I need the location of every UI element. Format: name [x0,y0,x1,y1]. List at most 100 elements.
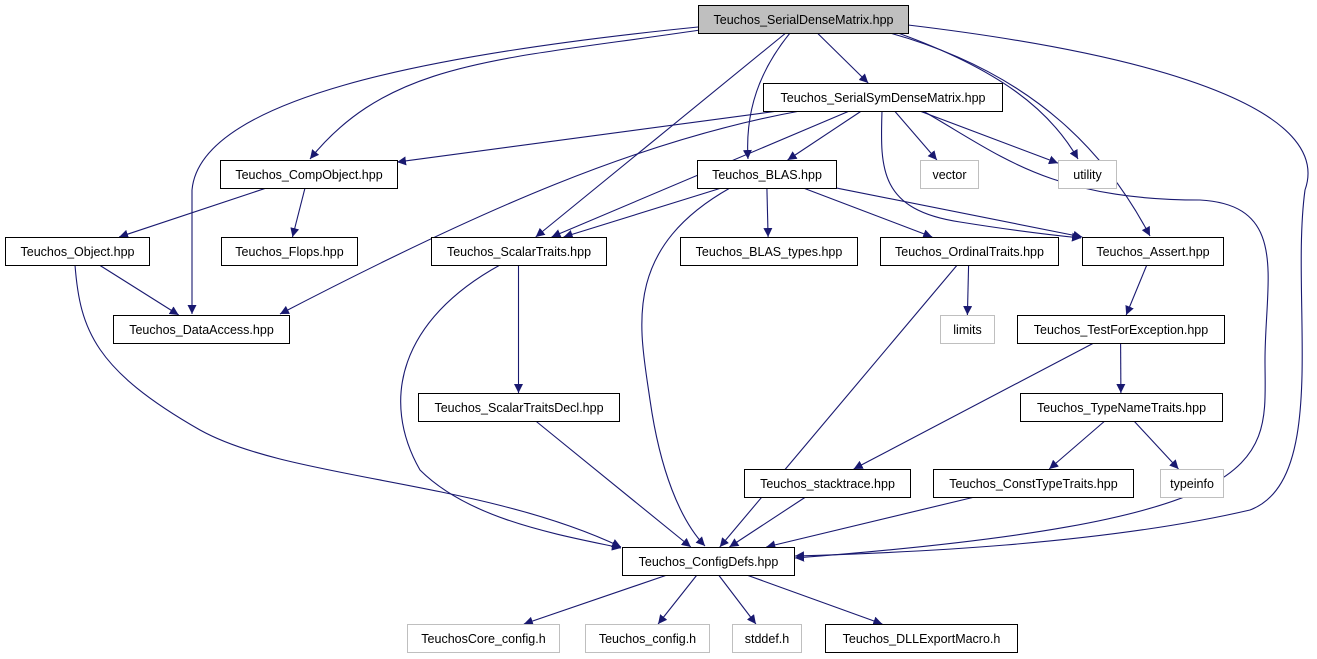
node-box [697,160,837,189]
node-label: Teuchos_ScalarTraits.hpp [447,245,591,259]
node-testforexception[interactable]: Teuchos_TestForException.hpp [1017,315,1225,344]
node-vector: vector [920,160,979,189]
edge-serialdense-to-scalartraits [535,32,787,238]
node-label: Teuchos_TypeNameTraits.hpp [1037,401,1206,415]
edge-typenametraits-to-consttypetraits [1048,420,1106,470]
node-box [920,160,979,189]
edge-blas-to-scalartraits [563,187,722,239]
node-box [744,469,911,498]
node-assert[interactable]: Teuchos_Assert.hpp [1082,237,1224,266]
node-dllexport[interactable]: Teuchos_DLLExportMacro.h [825,624,1018,653]
node-box [732,624,802,653]
edge-blas-to-ordinaltraits [803,187,933,239]
edge-serialdense-to-serialsym [816,32,869,84]
node-box [1058,160,1117,189]
edge-ordinaltraits-to-limits [963,264,973,316]
node-label: Teuchos_config.h [599,632,696,646]
node-box [880,237,1059,266]
node-box [113,315,290,344]
node-label: stddef.h [745,632,790,646]
node-object[interactable]: Teuchos_Object.hpp [5,237,150,266]
node-label: Teuchos_Object.hpp [21,245,135,259]
node-ordinaltraits[interactable]: Teuchos_OrdinalTraits.hpp [880,237,1059,266]
node-label: Teuchos_CompObject.hpp [235,168,382,182]
node-box [585,624,710,653]
edge-typenametraits-to-typeinfo [1133,420,1179,470]
node-configdefs[interactable]: Teuchos_ConfigDefs.hpp [622,547,795,576]
node-label: Teuchos_SerialDenseMatrix.hpp [714,13,894,27]
edge-configdefs-to-dllexport [746,574,883,626]
node-box [680,237,858,266]
node-box [5,237,150,266]
node-box [622,547,795,576]
node-scalartraitsdecl[interactable]: Teuchos_ScalarTraitsDecl.hpp [418,393,620,422]
edge-compobject-to-flops [290,187,306,238]
node-utility: utility [1058,160,1117,189]
edge-testforexception-to-stacktrace [853,342,1095,470]
node-limits: limits [940,315,995,344]
node-label: limits [953,323,981,337]
node-scalartraits[interactable]: Teuchos_ScalarTraits.hpp [431,237,607,266]
node-box [1082,237,1224,266]
edge-scalartraits-to-configdefs [400,264,622,551]
node-dataaccess[interactable]: Teuchos_DataAccess.hpp [113,315,290,344]
edge-serialsym-to-compobject [396,110,779,166]
node-box [763,83,1003,112]
node-label: Teuchos_Flops.hpp [235,245,343,259]
edge-blas-to-configdefs [641,187,731,547]
node-box [940,315,995,344]
node-consttypetraits[interactable]: Teuchos_ConstTypeTraits.hpp [933,469,1134,498]
node-label: Teuchos_ScalarTraitsDecl.hpp [434,401,603,415]
node-typenametraits[interactable]: Teuchos_TypeNameTraits.hpp [1020,393,1223,422]
edge-compobject-to-object [118,187,267,239]
node-coreconfig: TeuchosCore_config.h [407,624,560,653]
node-compobject[interactable]: Teuchos_CompObject.hpp [220,160,398,189]
node-label: Teuchos_OrdinalTraits.hpp [895,245,1044,259]
node-label: Teuchos_DLLExportMacro.h [843,632,1001,646]
node-label: typeinfo [1170,477,1214,491]
edge-ordinaltraits-to-configdefs [719,264,958,548]
node-box [933,469,1134,498]
node-stddef: stddef.h [732,624,802,653]
node-serialsym[interactable]: Teuchos_SerialSymDenseMatrix.hpp [763,83,1003,112]
edge-serialdense-to-blas [742,32,791,160]
edge-configdefs-to-config [657,574,698,625]
node-box [407,624,560,653]
edge-serialsym-to-vector [894,110,938,161]
edge-serialsym-to-configdefs [794,110,1269,562]
node-box [1160,469,1224,498]
node-label: Teuchos_ConfigDefs.hpp [639,555,779,569]
node-blas[interactable]: Teuchos_BLAS.hpp [697,160,837,189]
edge-configdefs-to-stddef [718,574,757,625]
node-typeinfo: typeinfo [1160,469,1224,498]
node-label: Teuchos_TestForException.hpp [1034,323,1208,337]
edge-serialsym-to-blas [787,110,862,161]
edge-serialdense-to-assert [889,32,1151,237]
edge-serialsym-to-utility [919,110,1059,165]
edge-scalartraitsdecl-to-configdefs [535,420,692,548]
edge-serialdense-to-configdefs [794,24,1309,561]
node-label: Teuchos_BLAS.hpp [712,168,822,182]
edge-serialdense-to-dataaccess [187,26,699,314]
node-blastypes[interactable]: Teuchos_BLAS_types.hpp [680,237,858,266]
node-box [431,237,607,266]
node-label: Teuchos_SerialSymDenseMatrix.hpp [781,91,986,105]
edge-serialsym-to-assert [880,110,1082,242]
edge-object-to-configdefs [74,264,622,548]
edge-object-to-dataaccess [99,264,179,316]
node-stacktrace[interactable]: Teuchos_stacktrace.hpp [744,469,911,498]
edge-serialsym-to-dataaccess [279,110,801,315]
node-label: Teuchos_stacktrace.hpp [760,477,895,491]
edge-blas-to-assert [835,187,1083,240]
node-serialdense[interactable]: Teuchos_SerialDenseMatrix.hpp [698,5,909,34]
node-label: vector [932,168,966,182]
node-label: Teuchos_Assert.hpp [1096,245,1209,259]
edge-consttypetraits-to-configdefs [766,496,975,550]
node-box [221,237,358,266]
node-flops[interactable]: Teuchos_Flops.hpp [221,237,358,266]
node-label: utility [1073,168,1102,182]
node-box [825,624,1018,653]
node-label: Teuchos_BLAS_types.hpp [696,245,843,259]
edge-blas-to-blastypes [763,187,773,238]
